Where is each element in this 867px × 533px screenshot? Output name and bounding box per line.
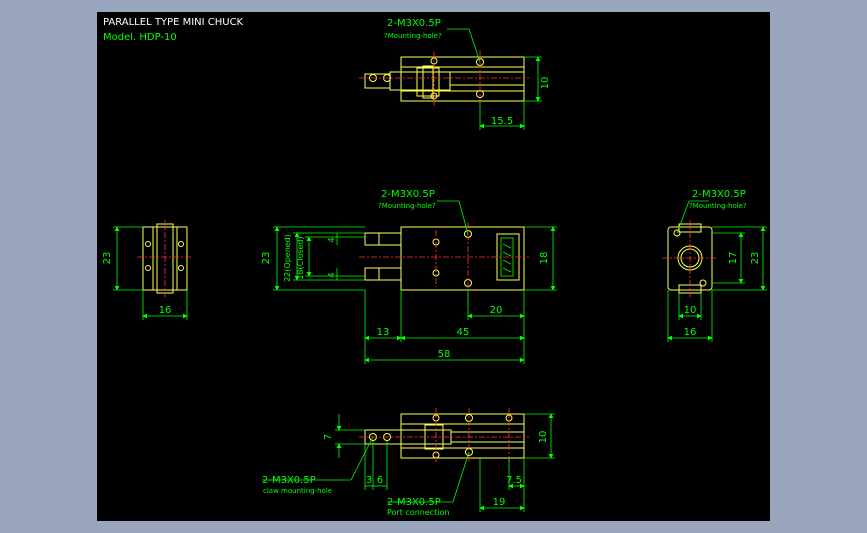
drawing-title: PARALLEL TYPE MINI CHUCK bbox=[103, 17, 244, 28]
dim-front-jaw-lower: 4 bbox=[327, 272, 336, 277]
right-view-dimensions bbox=[667, 200, 767, 342]
technical-drawing: PARALLEL TYPE MINI CHUCK Model. HDP-10 bbox=[102, 17, 767, 517]
top-view-dimensions bbox=[447, 28, 542, 130]
front-view-upper-jaw bbox=[364, 232, 402, 246]
dim-left-width: 16 bbox=[159, 305, 172, 316]
dim-front-closed: 18(Closed) bbox=[296, 236, 305, 279]
dim-top-offset: 15.5 bbox=[491, 116, 513, 127]
bottom-view bbox=[364, 413, 525, 459]
dim-right-height-inner: 17 bbox=[728, 252, 739, 265]
dim-front-jaw-len: 13 bbox=[377, 327, 390, 338]
dim-bottom-small-b: 6 bbox=[377, 475, 383, 486]
callout-front-thread: 2-M3X0.5P bbox=[381, 189, 435, 200]
dim-bottom-right-a: 7.5 bbox=[506, 475, 522, 486]
callout-top-thread: 2-M3X0.5P bbox=[387, 18, 441, 29]
front-view-dimensions bbox=[273, 200, 557, 364]
callout-claw-thread: 2-M3X0.5P bbox=[262, 475, 316, 486]
front-view-body bbox=[400, 226, 525, 291]
front-view-centerlines bbox=[359, 222, 529, 297]
dim-top-height: 10 bbox=[540, 77, 551, 90]
dim-front-hole-pos: 20 bbox=[490, 305, 503, 316]
bottom-view-centerlines bbox=[359, 408, 529, 464]
dim-bottom-height-right: 10 bbox=[538, 431, 549, 444]
dim-right-height-outer: 23 bbox=[750, 252, 761, 265]
model-label: Model. HDP-10 bbox=[103, 32, 177, 43]
front-view bbox=[364, 226, 525, 291]
left-view-centerlines bbox=[137, 220, 193, 297]
callout-right-thread: 2-M3X0.5P bbox=[692, 189, 746, 200]
front-view-lower-jaw bbox=[364, 267, 402, 281]
bottom-view-dimensions bbox=[262, 413, 555, 512]
dim-front-body-len: 45 bbox=[457, 327, 470, 338]
callout-port-note: Port connection bbox=[387, 508, 449, 517]
right-view-centerlines bbox=[662, 220, 718, 297]
callout-front-note: ?Mounting-hole? bbox=[378, 202, 436, 210]
dim-front-body-height: 18 bbox=[539, 252, 550, 265]
left-view-dimensions bbox=[113, 226, 188, 320]
dim-right-width-outer: 16 bbox=[684, 327, 697, 338]
dim-bottom-right-b: 19 bbox=[493, 497, 506, 508]
bottom-view-body bbox=[400, 413, 525, 459]
dim-bottom-height-left: 7 bbox=[323, 434, 334, 440]
top-view-centerlines bbox=[359, 50, 529, 107]
dim-front-total-len: 58 bbox=[438, 349, 451, 360]
callout-right-note: ?Mounting-hole? bbox=[689, 202, 747, 210]
callout-claw-note: claw mounting-hole bbox=[263, 487, 332, 495]
dim-front-opened: 22(Opened) bbox=[283, 234, 292, 282]
cad-drawing-area[interactable]: PARALLEL TYPE MINI CHUCK Model. HDP-10 bbox=[97, 12, 770, 521]
dim-front-height: 23 bbox=[261, 252, 272, 265]
top-view bbox=[364, 56, 525, 102]
callout-top-note: ?Mounting-hole? bbox=[384, 32, 442, 40]
dim-right-width-inner: 10 bbox=[684, 305, 697, 316]
dim-front-jaw-upper: 4 bbox=[327, 237, 336, 242]
dim-left-height: 23 bbox=[102, 252, 113, 265]
callout-port-thread: 2-M3X0.5P bbox=[387, 497, 441, 508]
dim-bottom-small-a: 3 bbox=[366, 475, 372, 486]
top-view-body bbox=[400, 56, 525, 102]
